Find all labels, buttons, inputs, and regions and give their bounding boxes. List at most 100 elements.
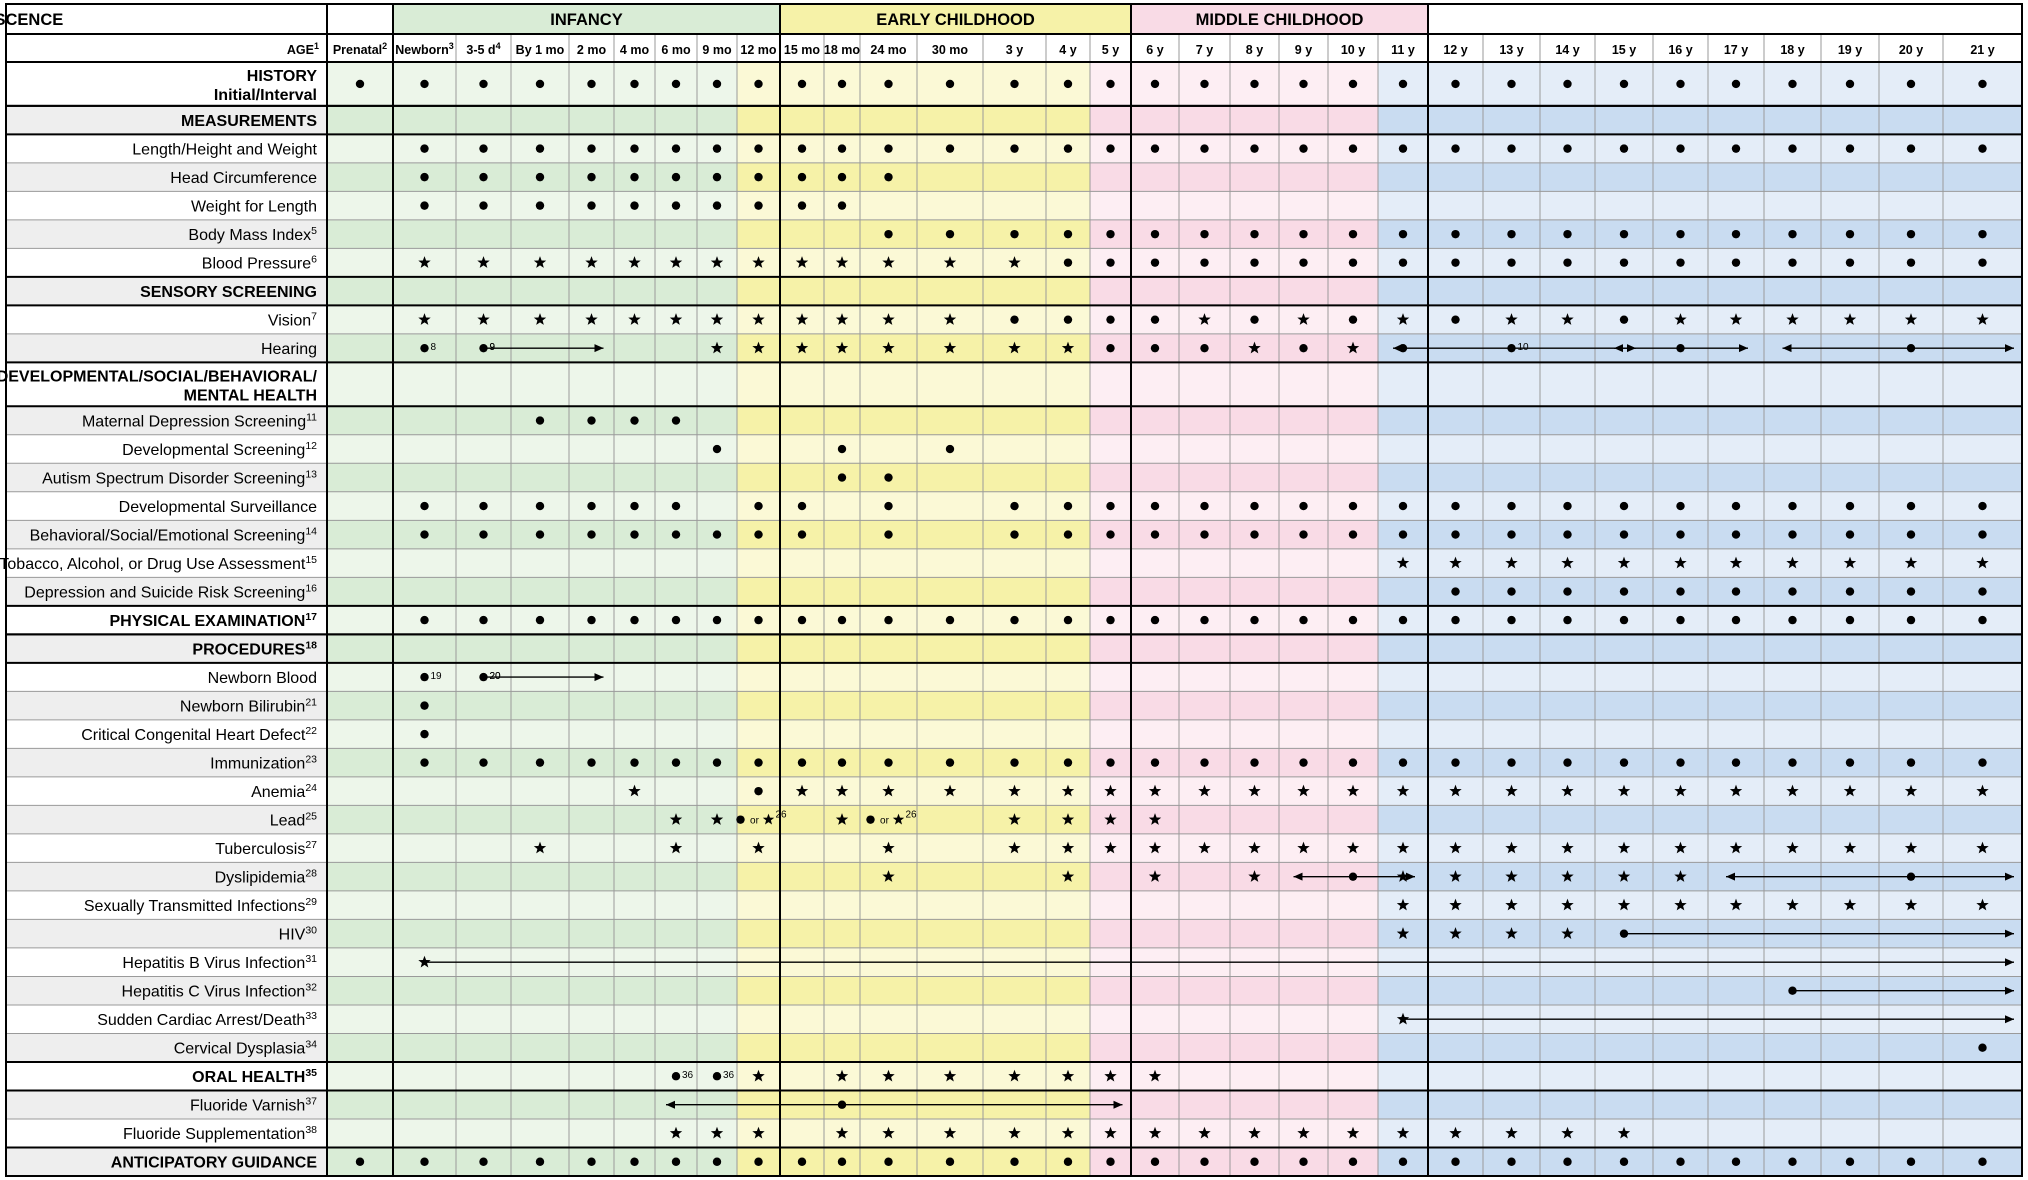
dot-marker [712, 172, 722, 182]
dot-marker [1563, 758, 1572, 767]
dot-marker [1200, 258, 1209, 267]
dot-marker [1200, 79, 1209, 89]
dot-marker [1299, 229, 1308, 239]
dot-marker [479, 758, 488, 767]
dot-marker [630, 1157, 639, 1166]
dot-marker [1978, 229, 1987, 239]
dot-marker [1250, 615, 1259, 625]
dot-marker [1250, 258, 1259, 267]
star-marker [1674, 841, 1687, 854]
star-marker [1061, 870, 1075, 882]
star-marker [1505, 556, 1518, 569]
star-marker [1449, 927, 1462, 939]
dot-marker [1299, 501, 1308, 511]
dot-marker [1398, 615, 1408, 625]
dot-marker [420, 729, 429, 739]
footnote-ref: 10 [1518, 342, 1530, 353]
dot-marker [535, 1157, 545, 1166]
row-label-37: ANTICIPATORY GUIDANCE [111, 1155, 318, 1172]
dot-marker [1906, 343, 1916, 353]
row-label-18: PHYSICAL EXAMINATION17 [109, 611, 317, 630]
row-label-27: Dyslipidemia28 [215, 868, 318, 887]
dot-marker [1200, 530, 1209, 539]
dot-marker [1348, 615, 1358, 625]
dot-marker [1507, 758, 1516, 767]
star-marker [1396, 927, 1410, 939]
star-marker [835, 341, 849, 354]
star-marker [1148, 870, 1162, 882]
age-column-18: 8 y [1246, 43, 1263, 57]
dot-marker [1200, 229, 1209, 239]
dot-marker [1563, 229, 1572, 239]
dot-marker [1563, 144, 1572, 153]
dot-marker [1619, 615, 1629, 625]
star-marker [628, 313, 641, 325]
dot-marker [630, 615, 639, 625]
age-column-17: 7 y [1196, 43, 1213, 57]
dot-marker [1451, 229, 1460, 239]
star-marker [1061, 841, 1075, 854]
dot-marker [884, 758, 893, 767]
star-marker [752, 1069, 765, 1082]
row-label-6: Blood Pressure6 [202, 254, 317, 273]
dot-marker [1978, 1043, 1987, 1052]
dot-marker [1845, 144, 1855, 153]
star-marker [1449, 870, 1462, 882]
dot-marker [1010, 1157, 1019, 1166]
range-arrow [1792, 986, 2014, 995]
dot-marker [1507, 530, 1516, 539]
dot-marker [355, 1157, 365, 1166]
dot-marker [712, 615, 722, 625]
dot-marker [587, 758, 596, 767]
dot-marker [1731, 1157, 1741, 1166]
dot-marker [535, 501, 545, 511]
dot-marker [1676, 758, 1685, 767]
star-marker [1104, 784, 1117, 797]
star-marker [1976, 313, 1989, 325]
dot-marker [1250, 758, 1259, 767]
dot-marker [797, 501, 807, 511]
dot-marker [1788, 758, 1797, 767]
dot-marker [1299, 758, 1308, 767]
dot-marker [1676, 1157, 1685, 1166]
dot-marker [837, 172, 847, 182]
star-marker [752, 256, 765, 268]
dot-marker [866, 815, 875, 824]
dot-marker [1619, 229, 1629, 239]
dot-marker [1788, 144, 1797, 153]
dot-marker [1845, 758, 1855, 767]
star-marker [669, 1126, 683, 1139]
dot-marker [1563, 1157, 1572, 1166]
dot-marker [1348, 758, 1358, 767]
dot-marker [1010, 144, 1019, 153]
dot-marker [837, 758, 847, 767]
dot-marker [1978, 79, 1987, 89]
dot-marker [1619, 79, 1629, 89]
dot-marker [1845, 1157, 1855, 1166]
dot-marker [1063, 501, 1073, 511]
star-marker [1248, 784, 1261, 797]
dot-marker [1150, 79, 1160, 89]
dot-marker [884, 530, 893, 539]
dot-marker [712, 758, 722, 767]
range-arrow [424, 958, 2014, 967]
star-marker [1843, 313, 1857, 325]
dot-marker [1451, 144, 1460, 153]
dot-marker [1507, 1157, 1516, 1166]
age-column-20: 10 y [1341, 43, 1365, 57]
dot-marker [1978, 758, 1987, 767]
dot-marker [420, 1157, 429, 1166]
dot-marker [1200, 343, 1209, 353]
dot-marker [945, 229, 955, 239]
star-marker [1449, 898, 1462, 911]
dot-marker [479, 501, 488, 511]
or-label: or [880, 816, 890, 827]
dot-marker [1906, 530, 1916, 539]
star-marker [1396, 784, 1410, 797]
star-marker [1449, 1126, 1462, 1139]
star-marker [882, 841, 895, 854]
dot-marker [630, 758, 639, 767]
dot-marker [420, 530, 429, 539]
dot-marker [1906, 258, 1916, 267]
star-marker [628, 784, 641, 797]
